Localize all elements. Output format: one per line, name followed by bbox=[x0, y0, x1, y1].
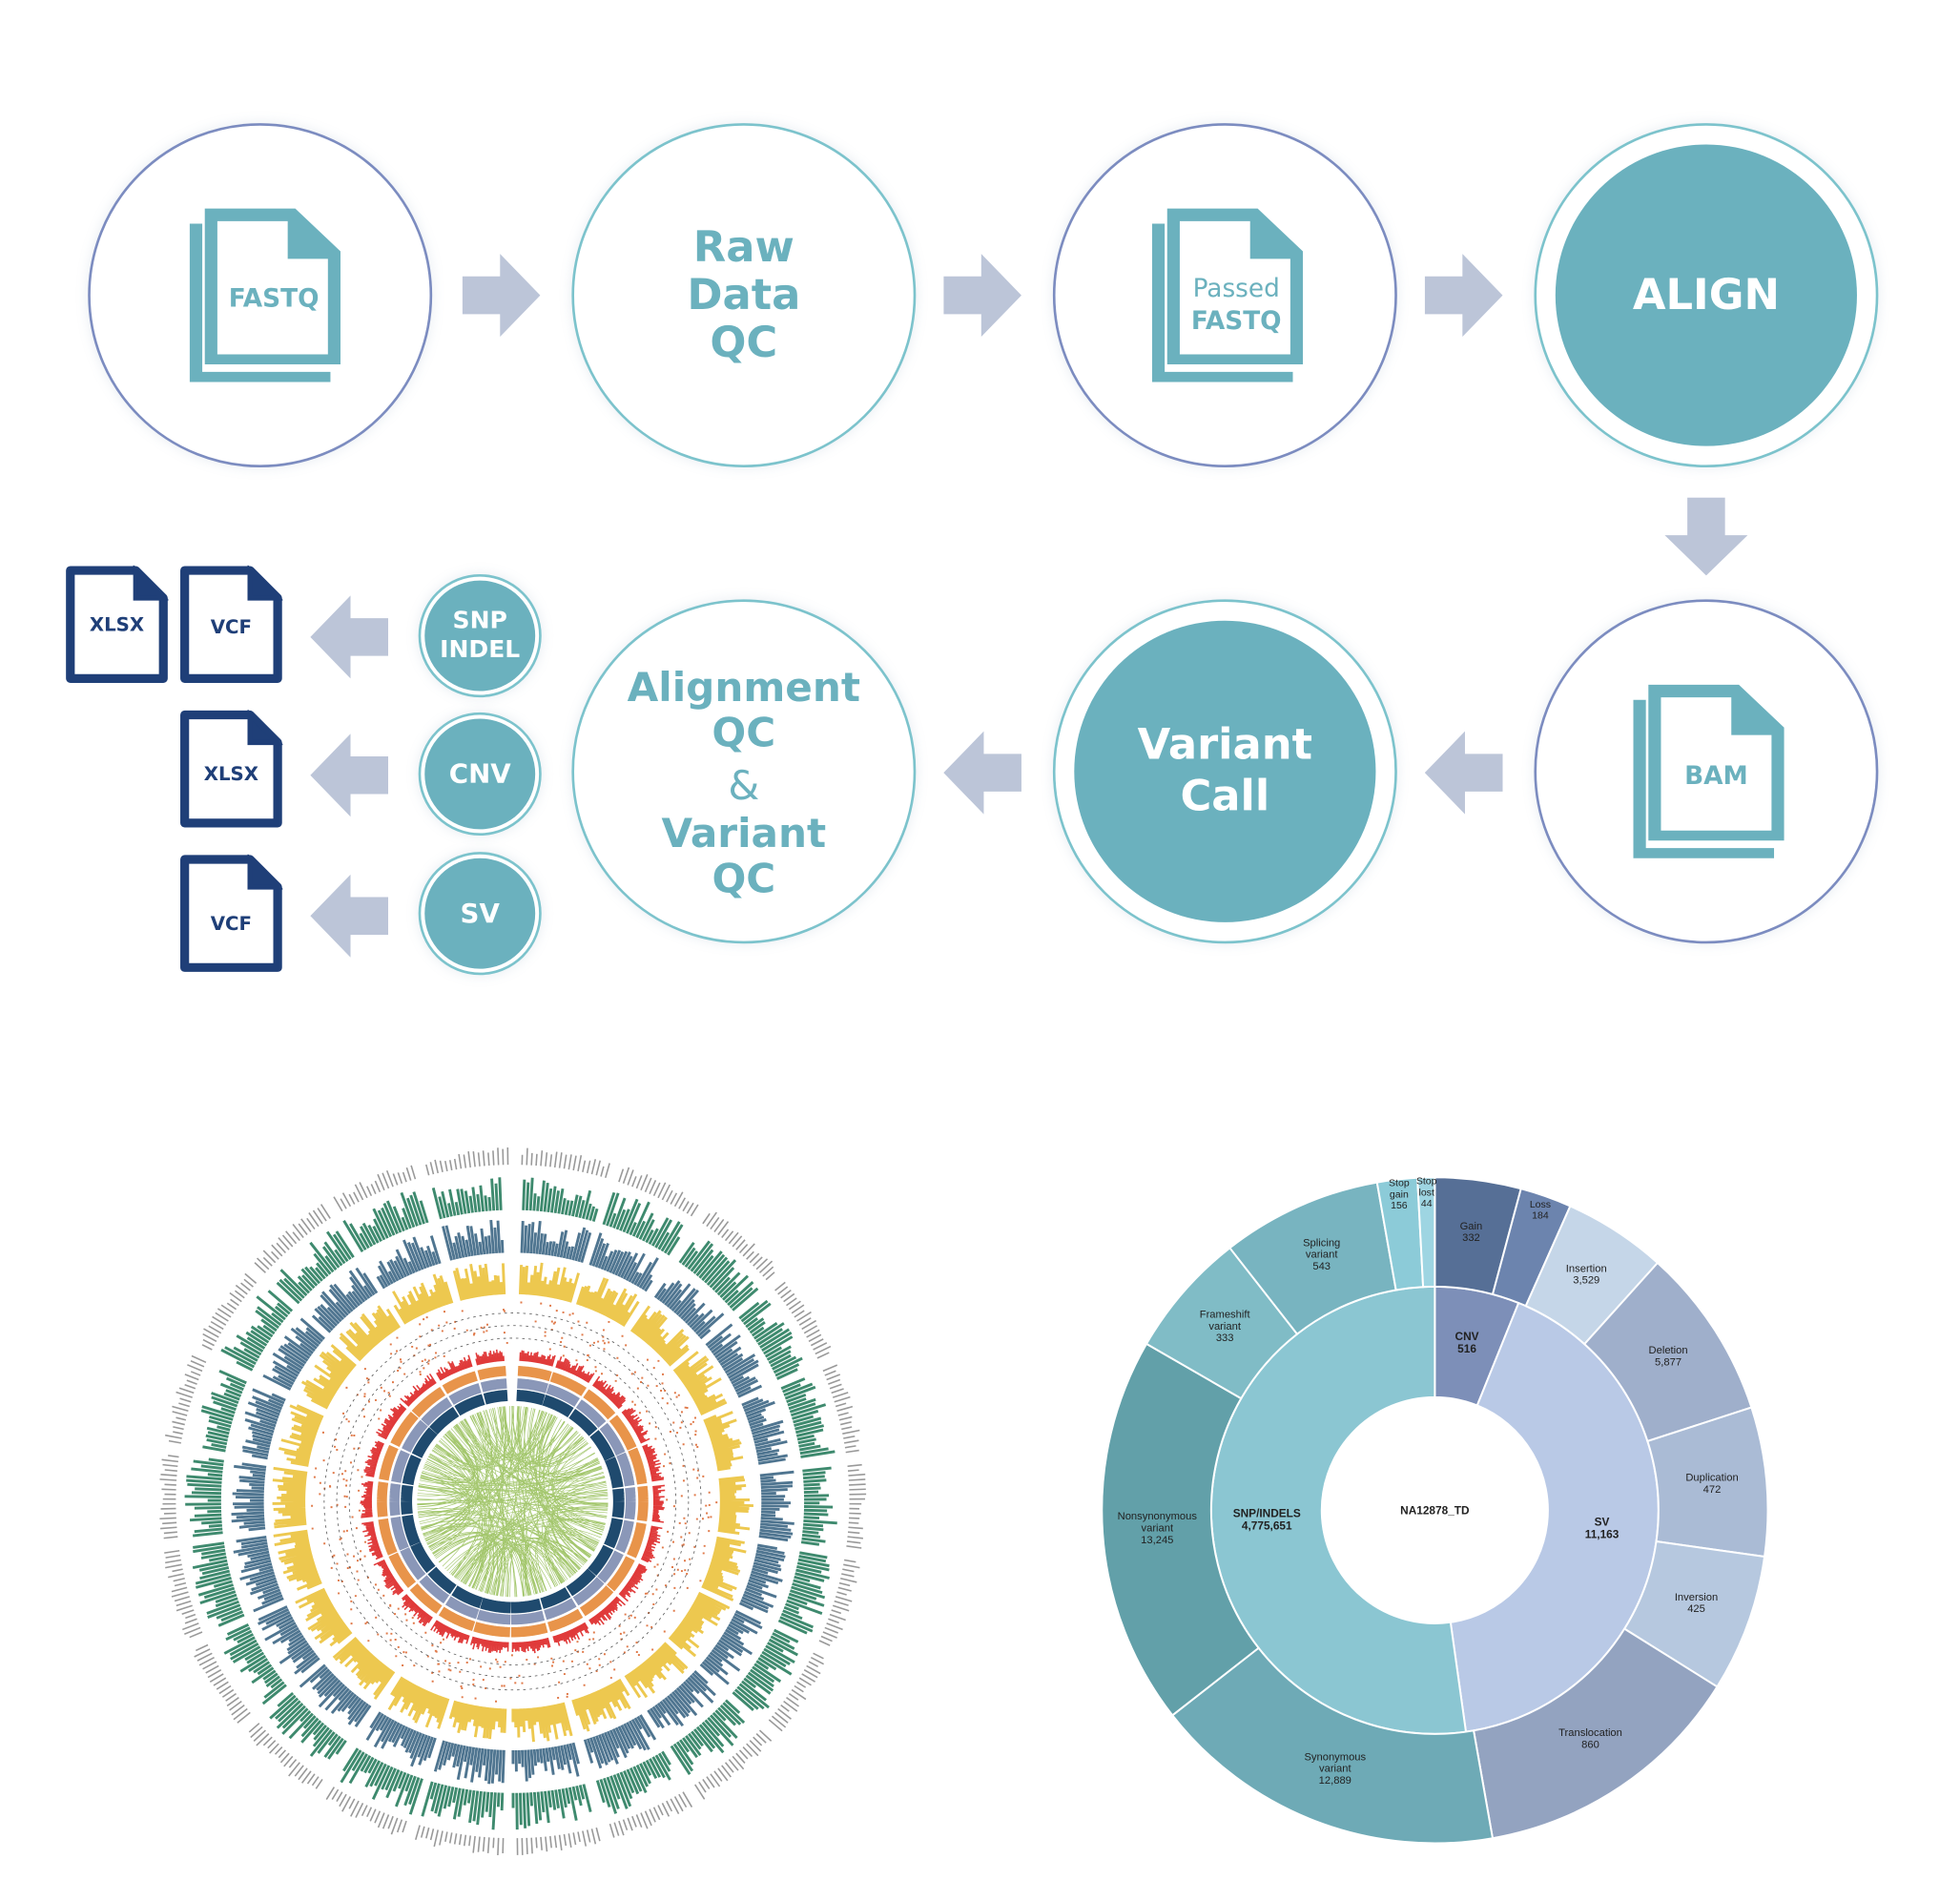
xlsx-file-icon: XLSX bbox=[65, 565, 169, 684]
sunburst-segment-stop-lost[interactable] bbox=[1416, 1176, 1436, 1289]
raw-data-qc-label: Raw Data QC bbox=[687, 221, 801, 369]
arrow-right-icon bbox=[462, 254, 541, 338]
arrow-left-icon bbox=[1424, 731, 1503, 815]
arrow-down-icon bbox=[1664, 497, 1748, 576]
raw-data-qc-step bbox=[571, 123, 917, 468]
arrow-left-icon bbox=[943, 731, 1021, 815]
circos-track-orange bbox=[377, 1366, 649, 1638]
sunburst-segment-synonymous-variant[interactable] bbox=[1170, 1646, 1495, 1845]
variant-call-label: Variant Call bbox=[1074, 620, 1376, 922]
sunburst-segment-nonsynonymous-variant[interactable] bbox=[1101, 1342, 1260, 1717]
align-label: ALIGN bbox=[1555, 144, 1857, 446]
circos-track-navy bbox=[401, 1390, 625, 1614]
circos-guide-ring bbox=[323, 1312, 702, 1691]
arrow-right-icon bbox=[943, 254, 1021, 338]
arrow-right-icon bbox=[1424, 254, 1503, 338]
circos-ideogram bbox=[159, 1147, 867, 1856]
xlsx-file-icon: XLSX bbox=[179, 710, 283, 828]
circos-plot bbox=[159, 1147, 867, 1856]
circos-guide-ring bbox=[348, 1337, 677, 1665]
file-type-label: XLSX bbox=[203, 762, 259, 785]
circos-track-yellow bbox=[272, 1262, 753, 1743]
arrow-left-icon bbox=[310, 733, 389, 817]
sv-label: SV bbox=[424, 857, 536, 969]
passed-label: Passed bbox=[1192, 272, 1280, 303]
cnv-label: CNV bbox=[424, 718, 536, 830]
fastq-file-icon bbox=[189, 208, 340, 382]
vcf-file-icon: VCF bbox=[179, 854, 283, 973]
passed-fastq-file-icon bbox=[1151, 208, 1304, 382]
circos-links bbox=[417, 1406, 609, 1598]
snp-indel-label: SNP INDEL bbox=[424, 580, 536, 692]
circos-track-lavender bbox=[389, 1378, 636, 1625]
circos-guide-ring bbox=[336, 1325, 690, 1678]
bam-file-icon bbox=[1633, 684, 1785, 858]
arrow-left-icon bbox=[310, 874, 389, 958]
alignment-variant-qc-step bbox=[571, 599, 917, 944]
circos-track-green bbox=[184, 1177, 837, 1830]
fastq-label-2: FASTQ bbox=[1190, 304, 1282, 336]
ampersand-label: & bbox=[728, 761, 760, 810]
circos-track-red bbox=[360, 1349, 666, 1654]
file-type-label: XLSX bbox=[89, 612, 145, 636]
arrow-left-icon bbox=[310, 595, 389, 679]
variant-qc-label: Variant QC bbox=[661, 809, 827, 902]
alignment-qc-label: Alignment QC bbox=[627, 663, 861, 757]
file-type-label: VCF bbox=[210, 614, 253, 638]
circos-track-blue bbox=[231, 1219, 794, 1785]
file-type-label: VCF bbox=[210, 911, 253, 935]
sunburst-root-label: NA12878_TD bbox=[1400, 1503, 1470, 1517]
vcf-file-icon: VCF bbox=[179, 565, 283, 684]
fastq-label: FASTQ bbox=[228, 282, 320, 313]
sunburst-center bbox=[1321, 1396, 1548, 1623]
bam-label: BAM bbox=[1684, 759, 1748, 791]
